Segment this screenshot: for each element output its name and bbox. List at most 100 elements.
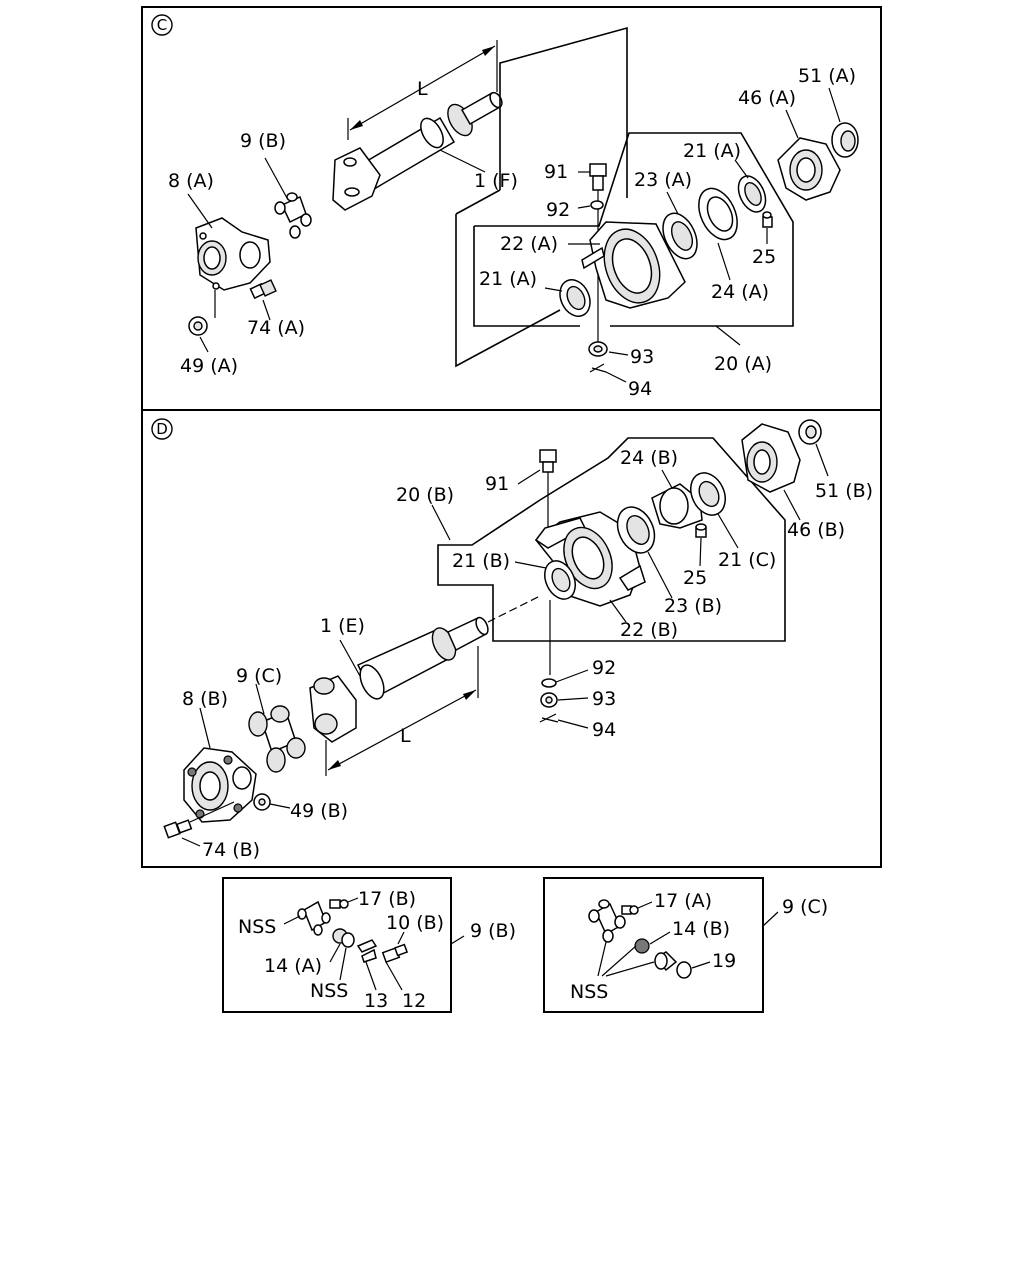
nut-49b (253, 793, 271, 811)
label-9c: 9 (C) (236, 665, 282, 687)
label-13: 13 (364, 990, 388, 1012)
label-detail-9c-title: 9 (C) (782, 896, 828, 918)
grease-fitting-17b (329, 899, 349, 909)
nut-93-d (540, 692, 558, 708)
svg-text:C: C (157, 16, 167, 34)
section-d-frame (141, 409, 882, 868)
leader-8a (187, 193, 213, 229)
universal-joint-9b (274, 192, 312, 239)
leader-23a (666, 191, 679, 215)
flange-yoke-8b (183, 747, 257, 823)
leaders-nss-9c (597, 941, 655, 977)
cotter-pin-94-c (589, 363, 607, 373)
bolt-74b (163, 819, 193, 839)
label-46b: 46 (B) (787, 519, 845, 541)
bearing-23b (616, 506, 656, 554)
flange-yoke-8a (195, 217, 271, 291)
cushion-24a (698, 187, 738, 241)
label-93-d: 93 (592, 688, 616, 710)
label-14b: 14 (B) (672, 918, 730, 940)
label-25-c: 25 (752, 246, 776, 268)
leader-13 (365, 961, 377, 991)
leader-91-d (517, 469, 541, 485)
companion-flange-46a (777, 137, 841, 201)
label-51a: 51 (A) (798, 65, 856, 87)
bolt-10b (381, 943, 409, 964)
leader-22b (609, 599, 627, 623)
leader-74b (181, 837, 201, 847)
leader-nss-bottom (339, 947, 347, 981)
label-17a: 17 (A) (654, 890, 712, 912)
cotter-pin-94-d (539, 713, 559, 723)
leader-20b (431, 504, 451, 541)
label-92-d: 92 (592, 657, 616, 679)
label-nss-9c: NSS (570, 981, 608, 1003)
label-8b: 8 (B) (182, 688, 228, 710)
label-23b: 23 (B) (664, 595, 722, 617)
propeller-shaft-1f (332, 91, 503, 211)
label-8a: 8 (A) (168, 170, 214, 192)
universal-joint-9c (248, 705, 306, 773)
bearing-bracket-22b (534, 511, 646, 607)
label-91-c: 91 (544, 161, 568, 183)
label-91-d: 91 (485, 473, 509, 495)
leader-19 (691, 961, 711, 969)
bracket-c-top (499, 26, 628, 198)
leader-1e (339, 639, 361, 677)
grease-fitting-17a (621, 905, 639, 915)
svg-text:D: D (156, 420, 168, 438)
seal-21a-lower (559, 279, 591, 317)
leader-14a (329, 943, 341, 963)
detail-9b: 17 (B) 10 (B) NSS 14 (A) NSS 13 12 9 (B) (222, 877, 516, 1013)
section-d: D (141, 409, 882, 868)
cross-spider-9c (588, 899, 626, 943)
label-20b: 20 (B) (396, 484, 454, 506)
label-24b: 24 (B) (620, 447, 678, 469)
leader-25-d (699, 537, 702, 567)
seal-14b (634, 938, 650, 954)
leader-21a-lower (544, 287, 563, 292)
bearing-cap-14a (332, 928, 355, 948)
assembly-box-20a (474, 132, 794, 327)
leader-49a (199, 336, 209, 353)
bearing-23a (662, 212, 698, 260)
leader-12 (385, 961, 403, 991)
leader-93-d (557, 697, 589, 701)
label-22a: 22 (A) (500, 233, 558, 255)
section-c-frame (141, 6, 882, 411)
label-nss-bottom: NSS (310, 980, 348, 1002)
leader-93-c (608, 351, 629, 356)
label-21c: 21 (C) (718, 549, 776, 571)
leader-detail-9c (762, 911, 779, 927)
label-detail-9b-title: 9 (B) (470, 920, 516, 942)
grease-nipple-25-c (762, 211, 773, 228)
label-93-c: 93 (630, 346, 654, 368)
section-c-marker: C (151, 14, 173, 36)
shaft-axis-d (487, 595, 541, 623)
dimension-l-c: L (347, 40, 498, 140)
section-c: C L (141, 6, 882, 411)
leader-94-d (557, 719, 589, 729)
detail-9c: 17 (A) 14 (B) 19 NSS 9 (C) (543, 877, 828, 1013)
leader-46b (783, 489, 801, 521)
leader-92-c (577, 205, 591, 209)
leader-9b (264, 157, 288, 199)
label-21a-top: 21 (A) (683, 140, 741, 162)
leader-51a (828, 87, 841, 123)
label-49b: 49 (B) (290, 800, 348, 822)
bolt-axis-74b (189, 801, 235, 823)
label-49a: 49 (A) (180, 355, 238, 377)
detail-9c-frame (543, 877, 764, 1013)
seal-21a-upper (737, 175, 767, 213)
label-74b: 74 (B) (202, 839, 260, 861)
label-19: 19 (712, 950, 736, 972)
nut-49a (188, 316, 208, 336)
label-46a: 46 (A) (738, 87, 796, 109)
section-d-marker: D (151, 418, 173, 440)
leader-1f (439, 149, 486, 173)
label-25-d: 25 (683, 567, 707, 589)
label-9b: 9 (B) (240, 130, 286, 152)
leader-nss-top (283, 915, 301, 925)
cross-spider-9b (297, 900, 331, 936)
